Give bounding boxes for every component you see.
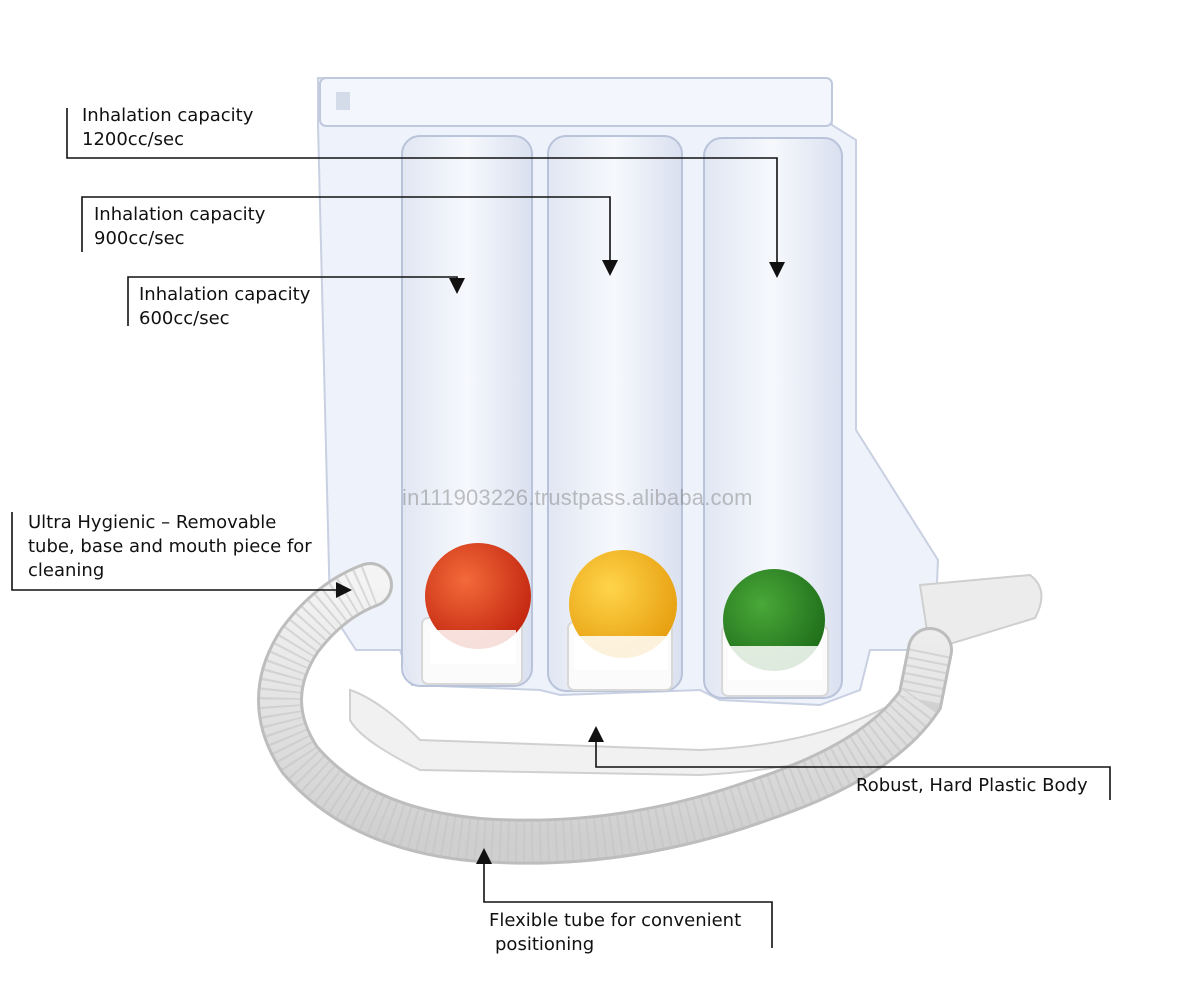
- callout-line: 600cc/sec: [139, 308, 230, 329]
- callout-line: tube, base and mouth piece for: [28, 536, 312, 557]
- flexible-tube: [257, 562, 953, 865]
- leader-600: [127, 276, 465, 326]
- ball-yellow: [569, 550, 677, 658]
- callout-line: Inhalation capacity: [139, 284, 311, 305]
- mouth-piece: [918, 573, 1043, 652]
- top-cap: [319, 77, 833, 127]
- ball-green: [723, 569, 825, 671]
- callout-line: Inhalation capacity: [94, 204, 266, 225]
- callout-capacity-900: Inhalation capacity 900cc/sec: [94, 203, 265, 251]
- callout-capacity-600: Inhalation capacity 600cc/sec: [139, 283, 310, 331]
- callout-line: cleaning: [28, 560, 105, 581]
- leader-1200: [66, 108, 785, 278]
- leader-hygienic: [11, 512, 352, 598]
- callout-line: positioning: [495, 934, 595, 955]
- callout-line: 1200cc/sec: [82, 129, 185, 150]
- callout-line: Flexible tube for convenient: [489, 910, 742, 931]
- callout-flexible: Flexible tube for convenient positioning: [489, 909, 741, 957]
- ball-red: [425, 543, 531, 649]
- callout-line: 900cc/sec: [94, 228, 185, 249]
- leader-flexible: [476, 848, 773, 948]
- leader-robust: [588, 726, 1111, 800]
- cap-clip: [336, 92, 350, 110]
- holder-front: [574, 636, 668, 670]
- callout-line: Inhalation capacity: [82, 105, 254, 126]
- callout-line: Robust, Hard Plastic Body: [856, 775, 1088, 796]
- callout-robust: Robust, Hard Plastic Body: [856, 774, 1088, 798]
- leader-900: [81, 196, 618, 276]
- watermark: in111903226.trustpass.alibaba.com: [402, 485, 753, 510]
- device-body: [317, 76, 1043, 777]
- callout-capacity-1200: Inhalation capacity 1200cc/sec: [82, 104, 253, 152]
- callout-line: Ultra Hygienic – Removable: [28, 512, 277, 533]
- holder-front: [728, 646, 822, 680]
- holder-front: [430, 630, 516, 664]
- leader-lines: [11, 108, 1111, 948]
- callout-hygienic: Ultra Hygienic – Removable tube, base an…: [28, 511, 312, 583]
- column-1200: [703, 137, 843, 699]
